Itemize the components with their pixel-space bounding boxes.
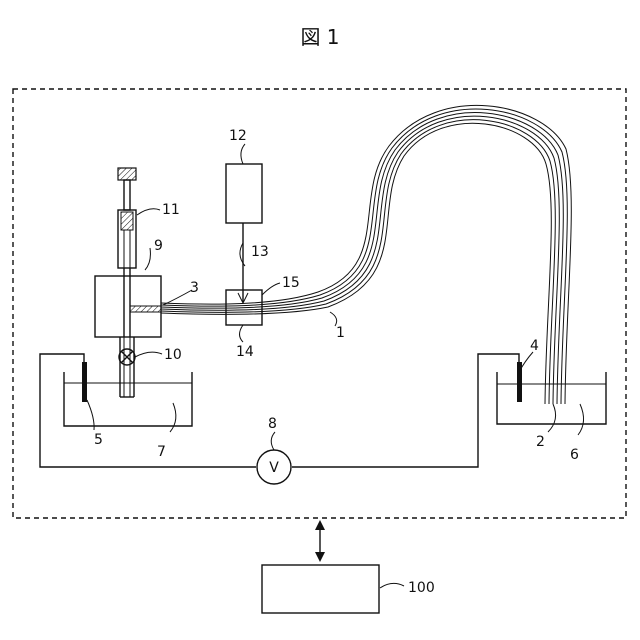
channel-3	[130, 306, 161, 312]
right-container	[497, 372, 606, 424]
controller-box	[262, 565, 379, 613]
outlet-tube	[120, 337, 134, 397]
label-10: 10	[164, 347, 182, 363]
label-9: 9	[154, 238, 163, 254]
label-13: 13	[251, 244, 269, 260]
label-1: 1	[336, 325, 345, 341]
label-12: 12	[229, 128, 247, 144]
label-2: 2	[536, 434, 545, 450]
circuit-wire	[40, 354, 519, 467]
label-5: 5	[94, 432, 103, 448]
syringe-pump	[118, 168, 136, 276]
voltmeter-symbol: V	[269, 460, 279, 476]
capillary-bundle	[161, 105, 571, 404]
valve-10	[119, 349, 135, 365]
label-15: 15	[282, 275, 300, 291]
electrode-5	[82, 362, 87, 402]
label-11: 11	[162, 202, 180, 218]
label-8: 8	[268, 416, 277, 432]
system-boundary	[13, 89, 626, 518]
label-100: 100	[408, 580, 435, 596]
label-7: 7	[157, 444, 166, 460]
label-3: 3	[190, 280, 199, 296]
control-connection-arrow	[315, 520, 325, 562]
figure-title: 図 1	[300, 25, 339, 49]
label-4: 4	[530, 338, 539, 354]
light-source-12	[226, 164, 262, 223]
label-14: 14	[236, 344, 254, 360]
label-6: 6	[570, 447, 579, 463]
